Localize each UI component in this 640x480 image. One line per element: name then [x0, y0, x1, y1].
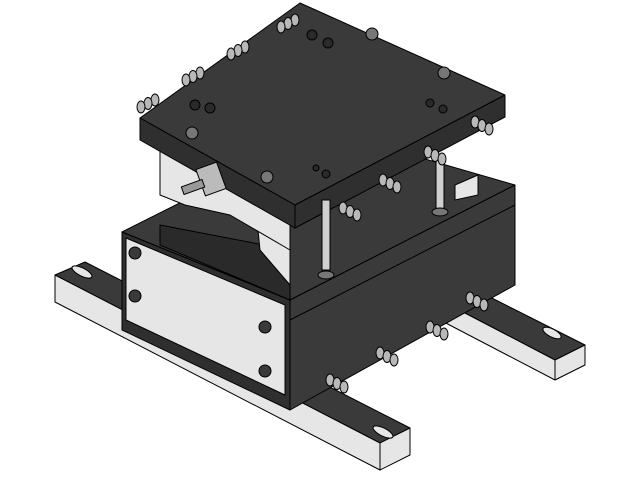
hose-fitting-icon [338, 201, 362, 222]
hose-fitting-icon [465, 291, 489, 312]
fittings [136, 13, 494, 394]
lower-block [121, 129, 516, 411]
hose-fitting-icon [181, 66, 205, 87]
hose-fitting-icon [378, 173, 402, 194]
hose-fitting-icon [425, 320, 449, 341]
hose-fitting-icon [325, 373, 349, 394]
hose-fitting-icon [226, 40, 250, 61]
slot-icon [372, 425, 394, 439]
slot-icon [542, 326, 562, 340]
screw-icon [128, 246, 142, 260]
screw-icon [128, 289, 142, 303]
hose-fitting-icon [470, 115, 494, 136]
end-plate [125, 237, 286, 396]
hose-fitting-icon [276, 13, 300, 34]
hose-fitting-icon [136, 93, 160, 114]
shaft-coupling [180, 161, 227, 197]
guide-pins [317, 159, 449, 280]
hose-fitting-icon [375, 346, 399, 367]
slot-icon [71, 265, 93, 279]
screw-icon [258, 364, 272, 378]
hose-fitting-icon [423, 145, 447, 166]
screw-icon [258, 320, 272, 334]
